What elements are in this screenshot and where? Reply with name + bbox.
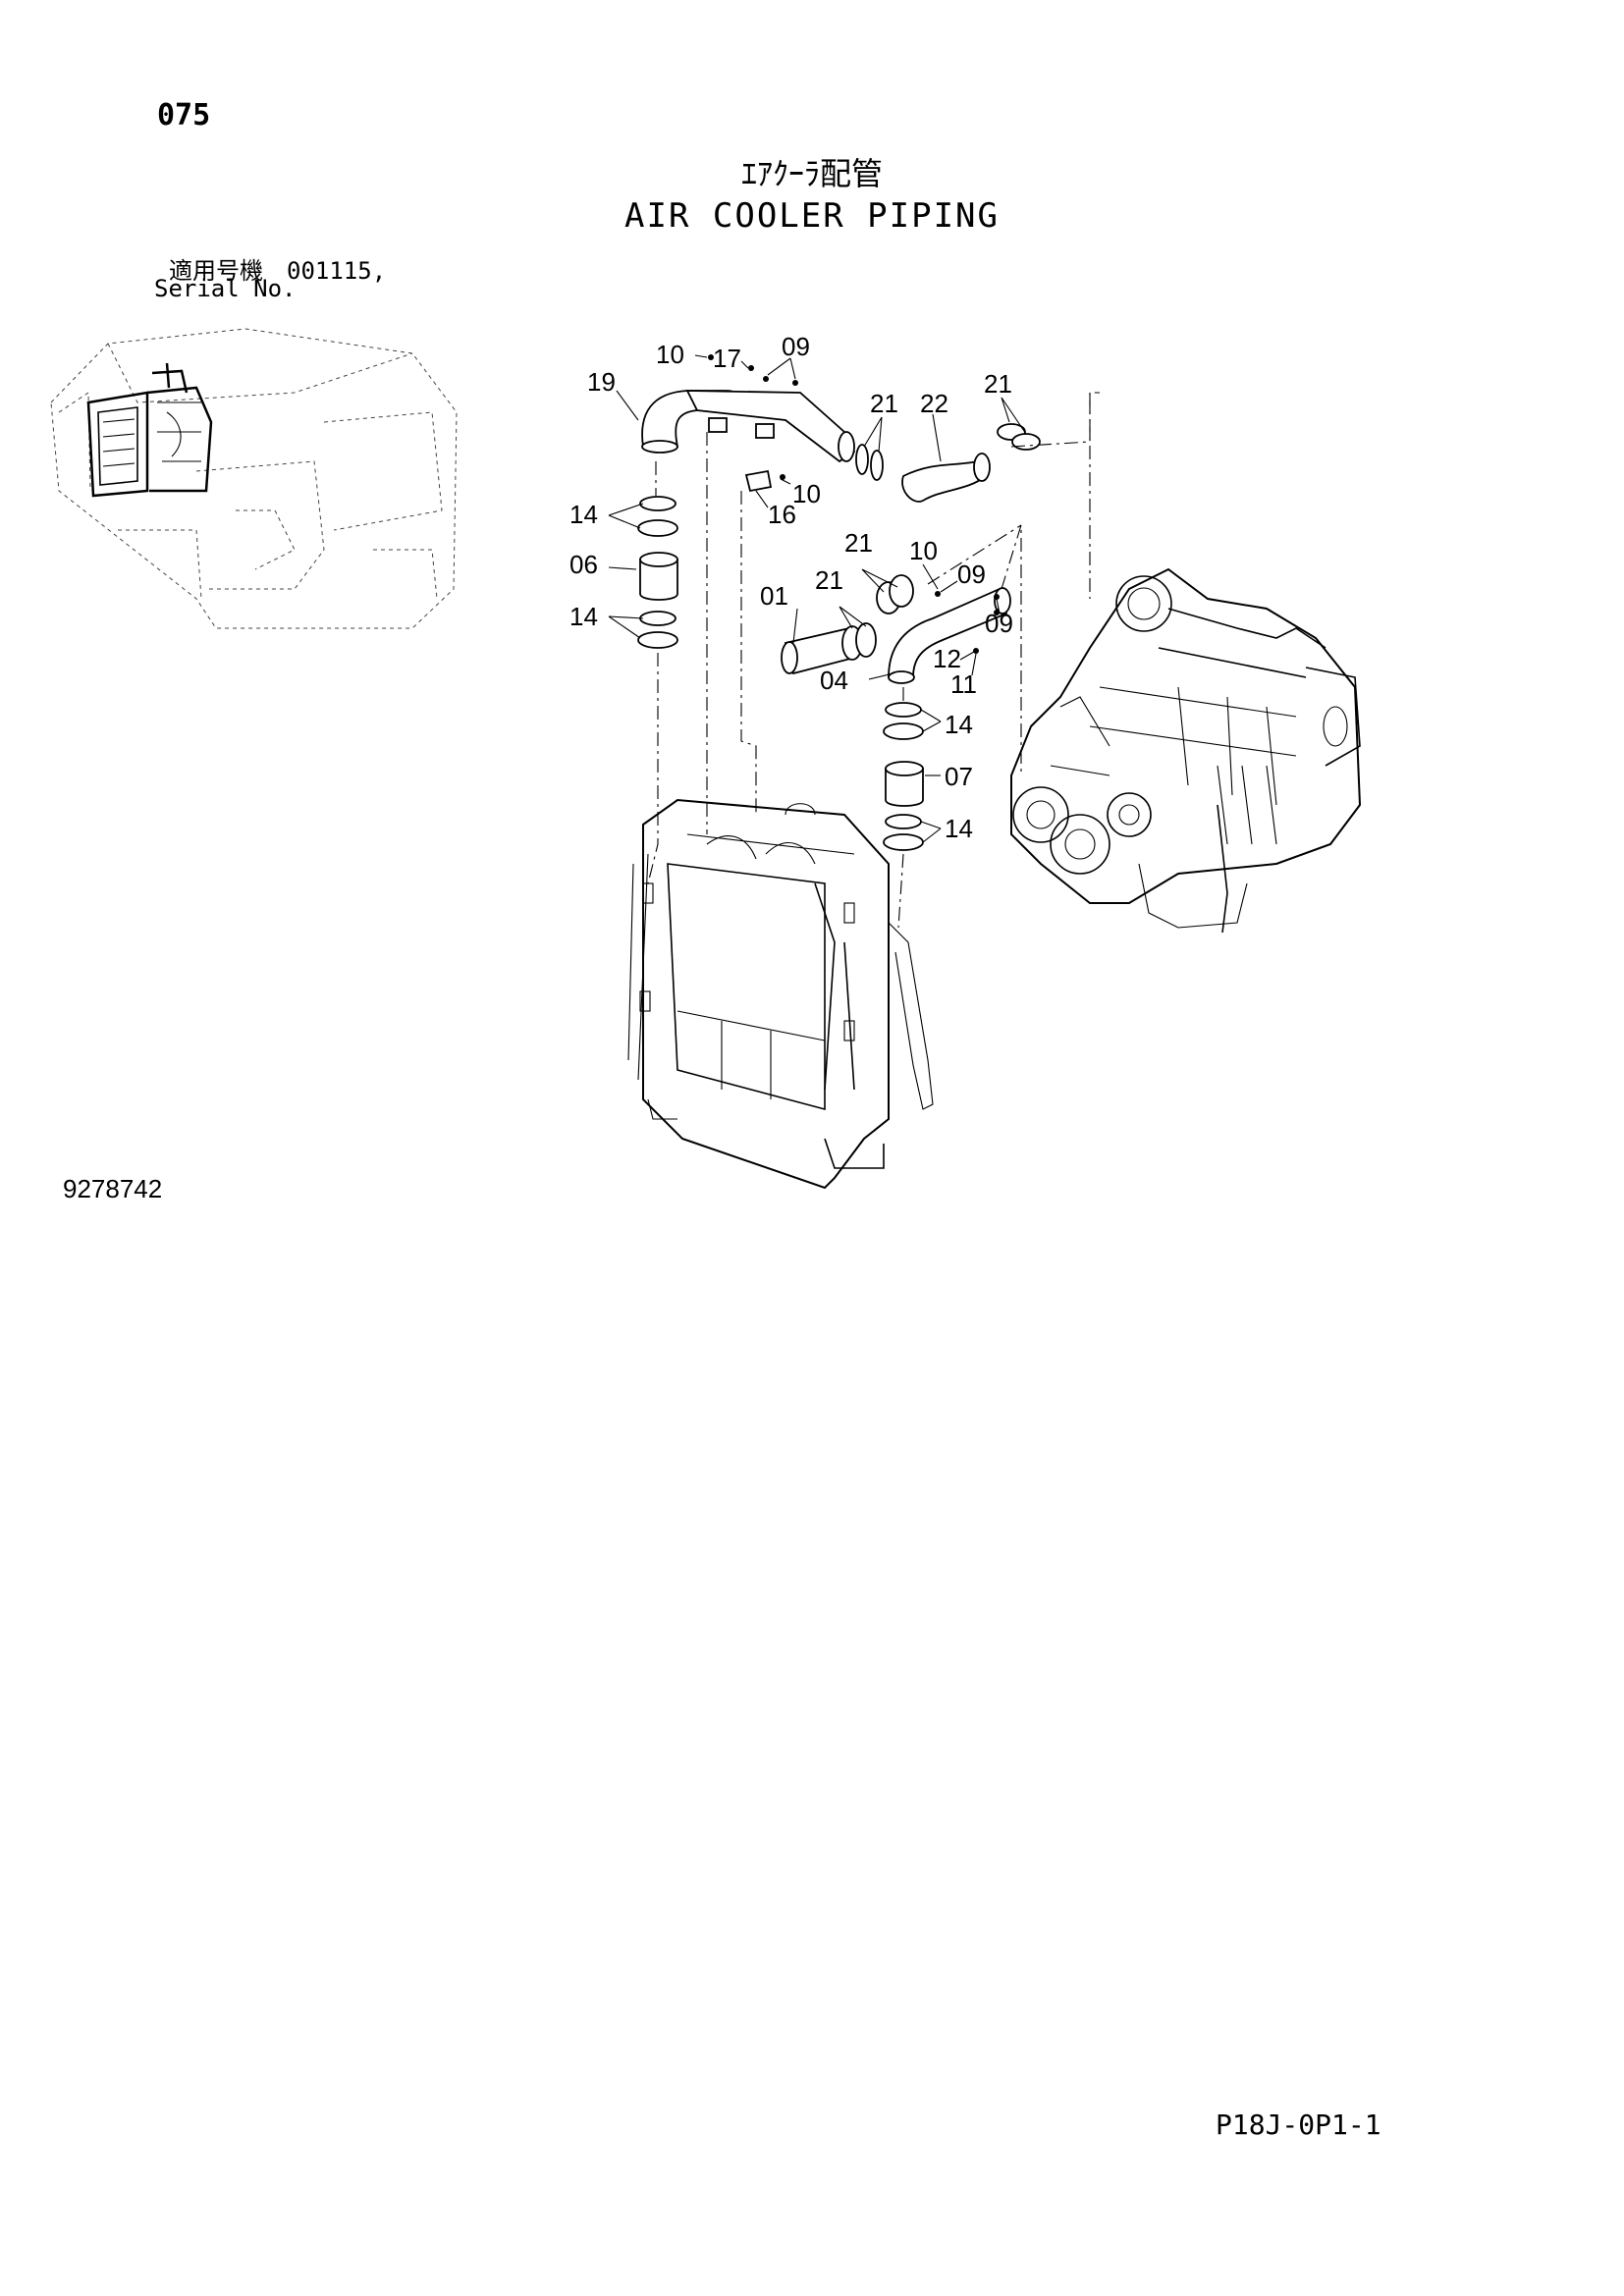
drawing-number: 9278742 bbox=[63, 1174, 163, 1203]
air-cooler-radiator bbox=[627, 798, 934, 1190]
page-title-japanese: ｴｱｸｰﾗ配管 bbox=[740, 155, 883, 192]
callout-04: 04 bbox=[820, 666, 848, 695]
callout-12: 12 bbox=[933, 644, 961, 673]
middle-hose-assembly bbox=[781, 574, 1011, 684]
callout-09-upper: 09 bbox=[782, 332, 810, 361]
callout-14-lower-left: 14 bbox=[569, 602, 598, 631]
callout-16: 16 bbox=[768, 500, 796, 529]
callout-09-right: 09 bbox=[985, 609, 1013, 638]
callout-labels: 19 10 17 09 21 22 21 10 16 14 06 14 21 1… bbox=[569, 332, 1013, 843]
callout-11: 11 bbox=[950, 669, 977, 699]
serial-label-japanese: 適用号機 001115, bbox=[169, 257, 387, 285]
callout-19: 19 bbox=[587, 367, 616, 397]
callout-21-middle-upper: 21 bbox=[844, 528, 873, 558]
callout-17: 17 bbox=[713, 344, 741, 373]
callout-21-middle-lower: 21 bbox=[815, 565, 843, 595]
callout-06: 06 bbox=[569, 550, 598, 579]
engine-assembly bbox=[1010, 567, 1362, 934]
lower-clamps-and-sleeve bbox=[883, 702, 924, 851]
page-number: 075 bbox=[157, 98, 211, 133]
page-title: AIR COOLER PIPING bbox=[624, 196, 1000, 236]
serial-label: Serial No. bbox=[154, 275, 297, 302]
callout-10-middle: 10 bbox=[909, 536, 938, 565]
callout-10-bracket: 10 bbox=[792, 479, 821, 508]
sheet-code: P18J-0P1-1 bbox=[1216, 2109, 1381, 2141]
callout-14-middle-lower: 14 bbox=[945, 814, 973, 843]
callout-14-upper-left: 14 bbox=[569, 500, 598, 529]
left-clamps-and-sleeve bbox=[637, 496, 678, 649]
callout-10-upper: 10 bbox=[656, 340, 684, 369]
callout-09-middle: 09 bbox=[957, 560, 986, 589]
callout-22: 22 bbox=[920, 389, 948, 418]
callout-01: 01 bbox=[760, 581, 788, 611]
callout-21-upper-right: 21 bbox=[984, 369, 1012, 399]
machine-overview-thumbnail bbox=[50, 328, 458, 629]
callout-21-upper-left: 21 bbox=[870, 389, 898, 418]
callout-leaders bbox=[608, 354, 1027, 843]
callout-07: 07 bbox=[945, 762, 973, 791]
assembly-guide-lines bbox=[647, 392, 1100, 929]
upper-hose-assembly bbox=[641, 354, 1041, 503]
callout-14-middle-upper: 14 bbox=[945, 710, 973, 739]
